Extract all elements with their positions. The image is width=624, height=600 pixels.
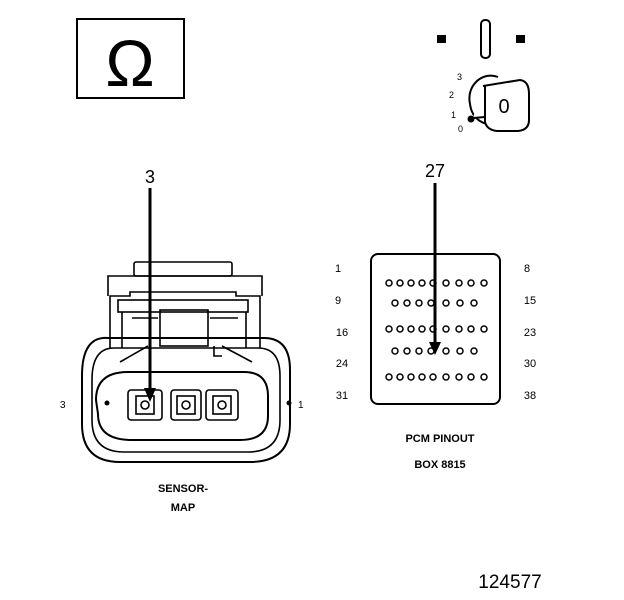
ignition-switch: 3 2 1 0 0 bbox=[437, 19, 530, 134]
pcm-pin-r4-c2 bbox=[403, 347, 411, 355]
pcm-row-label-right-4: 30 bbox=[524, 358, 536, 370]
ohm-box bbox=[76, 18, 185, 99]
connector-housing-inner bbox=[91, 347, 281, 453]
pcm-pin-r3-c1 bbox=[385, 325, 393, 333]
connector-housing-outer bbox=[81, 336, 291, 463]
pcm-pin-r5-c9 bbox=[480, 373, 488, 381]
pcm-pin-callout: 27 bbox=[425, 161, 445, 181]
connector-right-pin-label: 1 bbox=[298, 400, 304, 411]
figure-number: 124577 bbox=[478, 572, 541, 593]
pcm-callout-arrow bbox=[429, 342, 441, 355]
ohm-glyph: Ω bbox=[105, 26, 154, 100]
terminal-1 bbox=[205, 389, 239, 421]
sensor-connector bbox=[81, 261, 291, 463]
ignition-tick-left bbox=[437, 35, 446, 43]
ignition-key-label: 0 bbox=[498, 96, 509, 118]
pcm-pin-r2-c3 bbox=[415, 299, 423, 307]
pcm-pin-r5-c1 bbox=[385, 373, 393, 381]
ignition-pos-2: 2 bbox=[449, 90, 454, 100]
connector-callout-arrow bbox=[144, 388, 156, 402]
pcm-pin-r4-c3 bbox=[415, 347, 423, 355]
pcm-pin-r1-c2 bbox=[396, 279, 404, 287]
pcm-pin-r4-c5 bbox=[442, 347, 450, 355]
pcm-pin-r2-c1 bbox=[391, 299, 399, 307]
pcm-pin-r1-c1 bbox=[385, 279, 393, 287]
pcm-pin-r3-c3 bbox=[407, 325, 415, 333]
pcm-pin-r1-c4 bbox=[418, 279, 426, 287]
pcm-pin-r5-c5 bbox=[429, 373, 437, 381]
pcm-row-label-left-2: 9 bbox=[335, 295, 341, 307]
pcm-pin-r3-c7 bbox=[455, 325, 463, 333]
pcm-row-label-right-5: 38 bbox=[524, 390, 536, 402]
pcm-pin-r2-c6 bbox=[456, 299, 464, 307]
connector-pin-callout: 3 bbox=[145, 167, 155, 187]
pcm-pin-r2-c2 bbox=[403, 299, 411, 307]
pcm-pin-r3-c6 bbox=[442, 325, 450, 333]
pcm-pin-r3-c8 bbox=[467, 325, 475, 333]
pcm-pin-r3-c2 bbox=[396, 325, 404, 333]
ignition-pos-3: 3 bbox=[457, 72, 462, 82]
pcm-pin-r5-c6 bbox=[442, 373, 450, 381]
pcm-pin-r5-c2 bbox=[396, 373, 404, 381]
ignition-key-slot bbox=[480, 19, 491, 59]
ignition-position-marker bbox=[467, 115, 475, 123]
pcm-row-label-right-2: 15 bbox=[524, 295, 536, 307]
ignition-pos-1: 1 bbox=[451, 110, 456, 120]
connector-label-line2: MAP bbox=[171, 502, 195, 514]
connector-left-pin-label: 3 bbox=[60, 400, 66, 411]
terminal-3 bbox=[127, 389, 163, 421]
pcm-pin-r2-c4 bbox=[427, 299, 435, 307]
connector-terminals bbox=[127, 389, 239, 421]
pcm-row-label-left-1: 1 bbox=[335, 263, 341, 275]
pcm-title-line1: PCM PINOUT bbox=[405, 433, 474, 445]
pcm-pin-r2-c5 bbox=[442, 299, 450, 307]
pcm-pin-r3-c4 bbox=[418, 325, 426, 333]
pcm-pin-r5-c3 bbox=[407, 373, 415, 381]
pcm-pin-grid bbox=[385, 279, 488, 381]
pcm-row-label-left-5: 31 bbox=[336, 390, 348, 402]
pcm-pin-r1-c8 bbox=[467, 279, 475, 287]
pcm-row-label-right-3: 23 bbox=[524, 327, 536, 339]
pcm-pin-r4-c1 bbox=[391, 347, 399, 355]
ohmmeter-symbol: Ω bbox=[76, 18, 185, 100]
connector-pin3-marker bbox=[104, 400, 110, 406]
pcm-pin-r3-c9 bbox=[480, 325, 488, 333]
pcm-pin-r1-c6 bbox=[442, 279, 450, 287]
pcm-pin-r1-c7 bbox=[455, 279, 463, 287]
connector-label-line1: SENSOR- bbox=[158, 483, 208, 495]
ignition-pos-0: 0 bbox=[458, 124, 463, 134]
pcm-title-line2: BOX 8815 bbox=[414, 459, 465, 471]
pcm-pin-r5-c7 bbox=[455, 373, 463, 381]
pcm-pin-r2-c7 bbox=[470, 299, 478, 307]
connector-face bbox=[94, 371, 269, 441]
terminal-2 bbox=[170, 389, 202, 421]
pcm-row-label-right-1: 8 bbox=[524, 263, 530, 275]
pcm-pin-r1-c3 bbox=[407, 279, 415, 287]
ignition-key bbox=[472, 78, 530, 132]
pcm-pin-r4-c6 bbox=[456, 347, 464, 355]
connector-pin1-marker bbox=[286, 400, 292, 406]
pcm-row-label-left-3: 16 bbox=[336, 327, 348, 339]
pcm-row-label-left-4: 24 bbox=[336, 358, 348, 370]
pcm-pin-r5-c4 bbox=[418, 373, 426, 381]
ignition-tick-right bbox=[516, 35, 525, 43]
pcm-pin-r1-c9 bbox=[480, 279, 488, 287]
pcm-pin-r4-c7 bbox=[470, 347, 478, 355]
pcm-pin-r5-c8 bbox=[467, 373, 475, 381]
